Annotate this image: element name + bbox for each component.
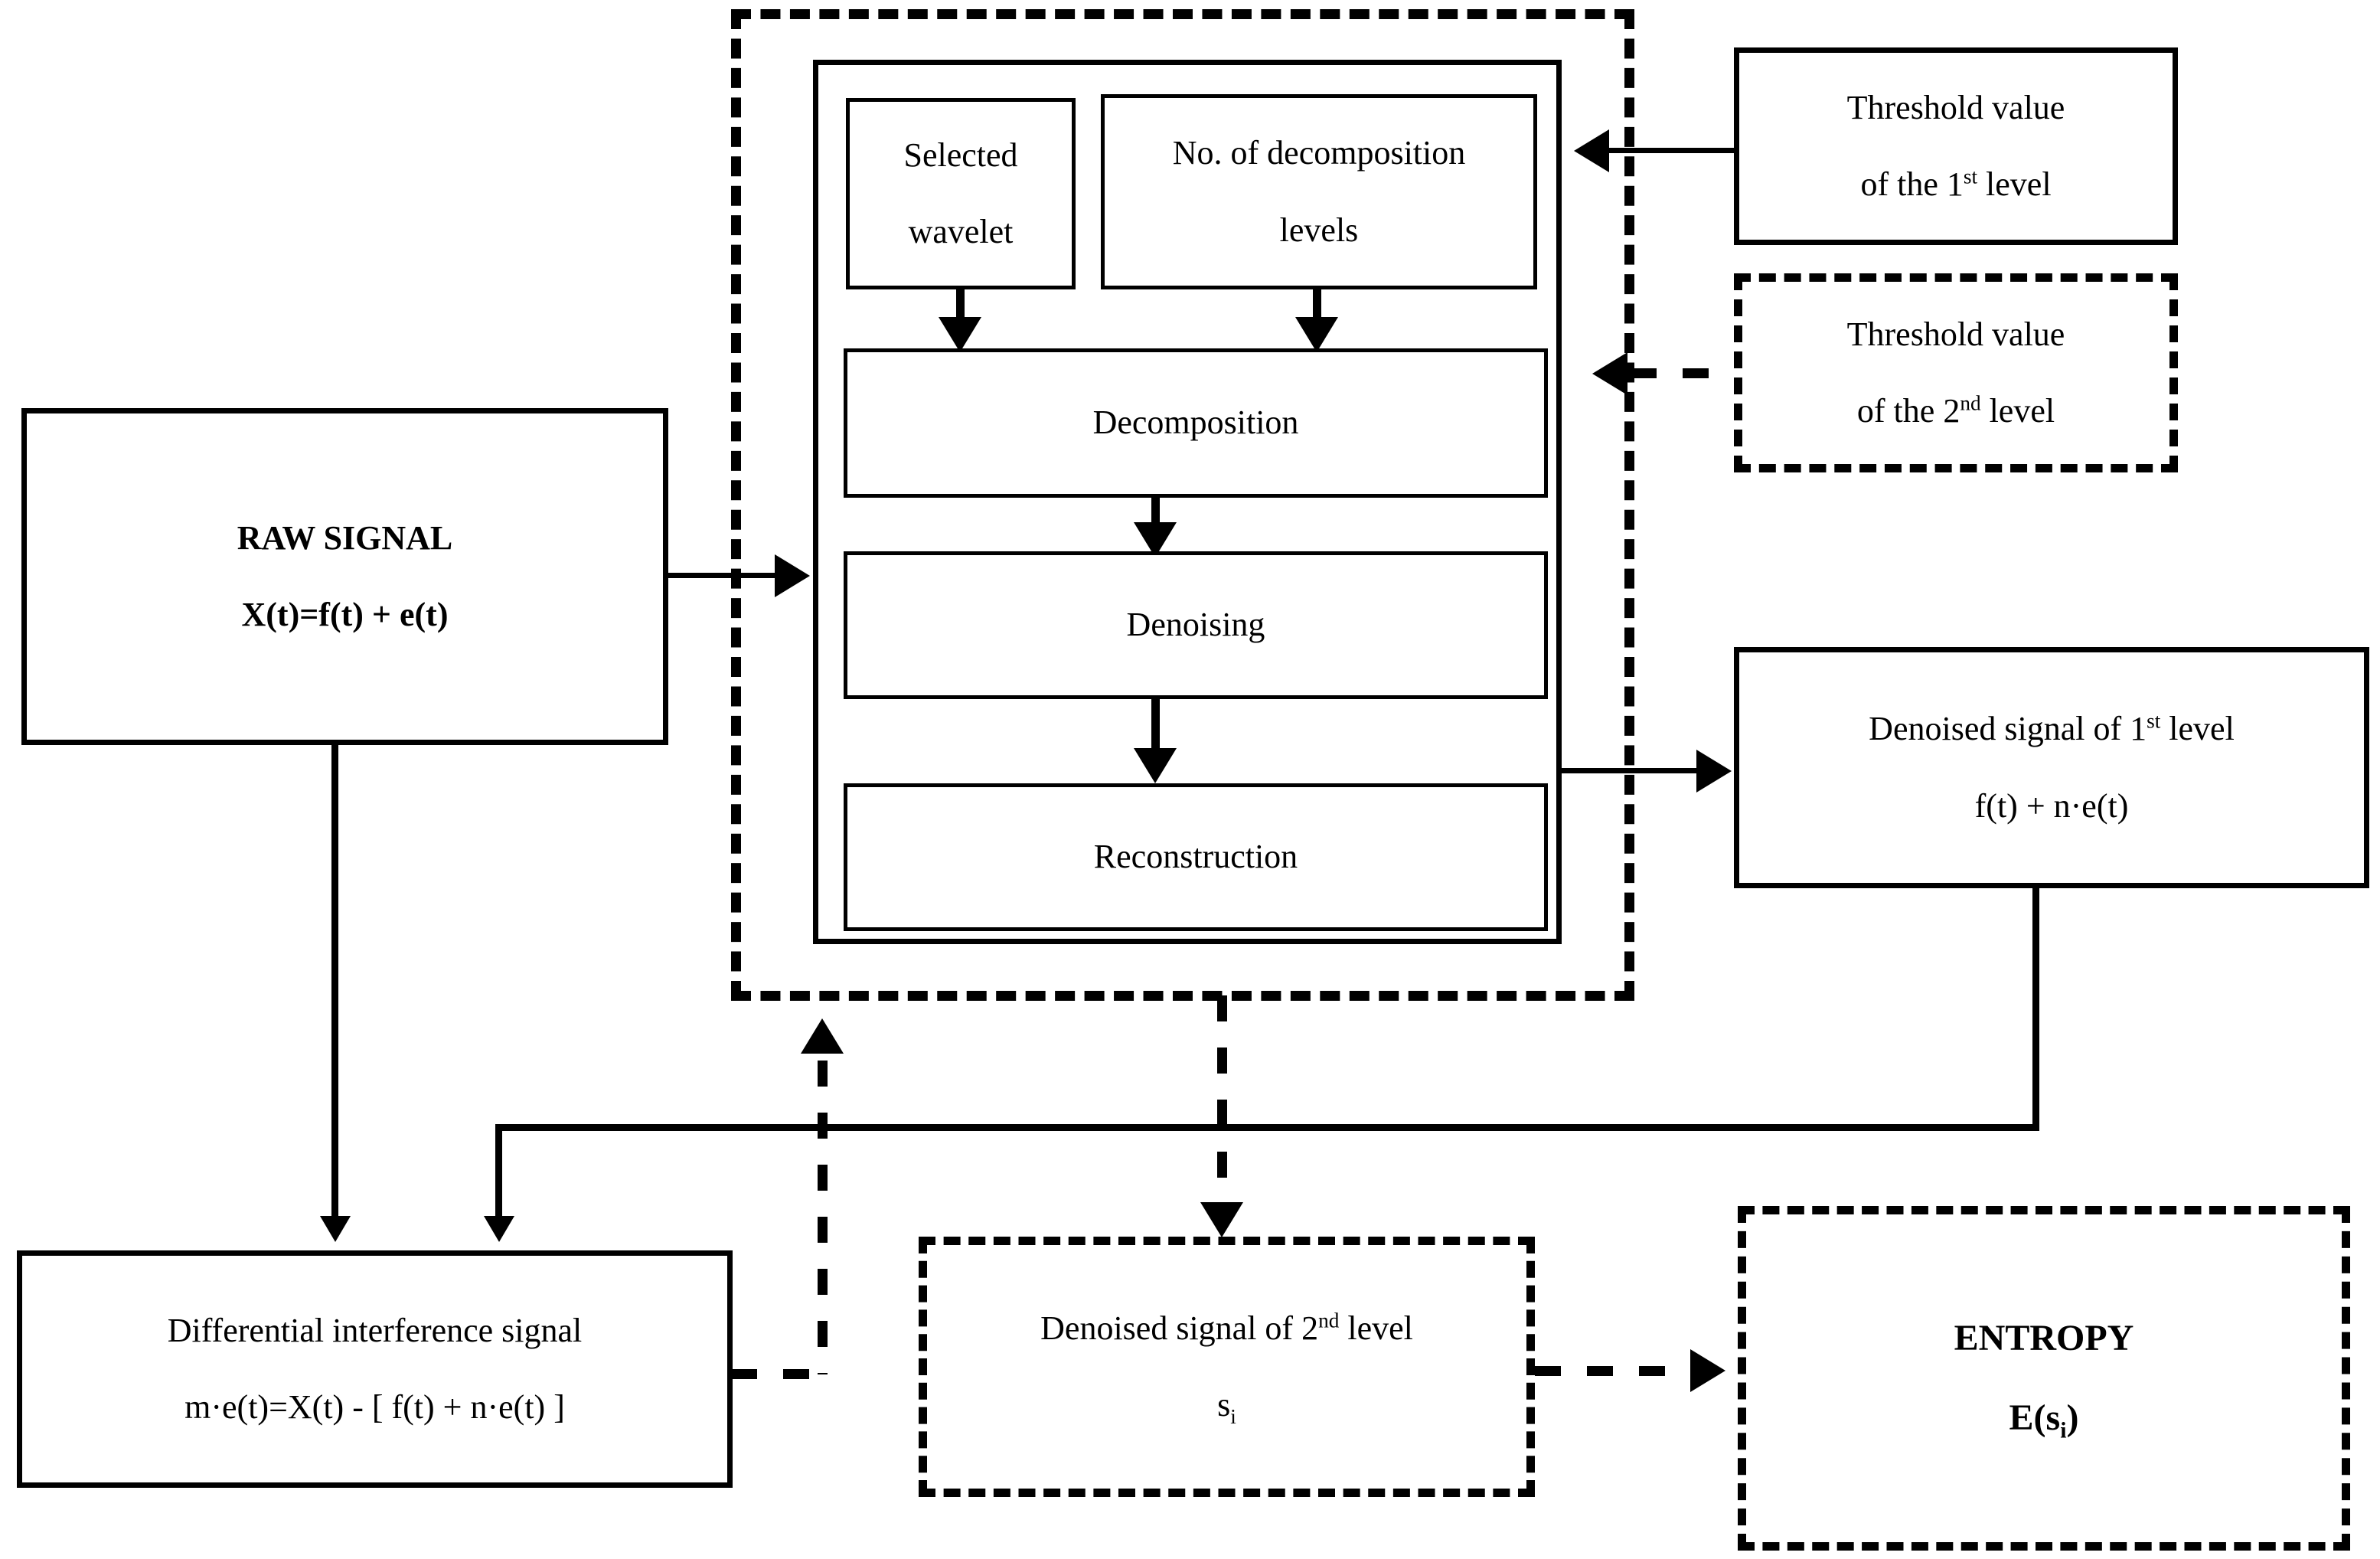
node-decomposition[interactable]: Decomposition [844,348,1548,498]
denoised-level2-ordinal: nd [1318,1309,1340,1332]
threshold-level2-ordinal: nd [1960,391,1981,415]
differential-signal-title: Differential interference signal [167,1311,583,1349]
node-selected-wavelet[interactable]: Selected wavelet [846,98,1076,289]
connector-denoised2-to-entropy-arrowhead [1690,1349,1725,1392]
connector-differential-to-process-arrowhead [801,1018,844,1054]
selected-wavelet-line2: wavelet [908,213,1014,250]
denoised-level1-ordinal: st [2147,709,2161,733]
threshold-level2-line2: of the 2nd level [1856,391,2055,430]
node-decomposition-levels[interactable]: No. of decomposition levels [1101,94,1537,289]
connector-raw-to-differential-line [331,745,338,1220]
node-denoised-level1[interactable]: Denoised signal of 1st level f(t) + n·e(… [1734,647,2369,888]
reconstruction-label: Reconstruction [1093,838,1298,876]
connector-denoising-to-reconstruction-line [1151,699,1160,754]
threshold-level1-ordinal: st [1963,165,1978,188]
connector-denoised1-left-segment [495,1124,2039,1131]
node-denoised-level2[interactable]: Denoised signal of 2nd level si [919,1237,1535,1497]
denoised-level1-equation: f(t) + n·e(t) [1974,786,2129,825]
connector-wavelet-to-decomposition-arrowhead [939,317,981,352]
denoised-level2-line1: Denoised signal of 2nd level [1040,1309,1413,1347]
connector-threshold2-to-process-line [1631,368,1738,378]
decomposition-levels-line1: No. of decomposition [1172,134,1466,172]
threshold-level1-line1: Threshold value [1846,88,2065,126]
differential-signal-equation: m·e(t)=X(t) - [ f(t) + n·e(t) ] [184,1388,565,1426]
selected-wavelet-line1: Selected [903,136,1018,174]
connector-levels-to-decomposition-line [1313,289,1321,325]
connector-levels-to-decomposition-arrowhead [1295,317,1338,352]
connector-threshold2-to-process-arrowhead [1592,352,1627,395]
threshold-level1-line2: of the 1st level [1860,165,2052,203]
threshold-level2-line1: Threshold value [1846,315,2065,353]
denoised-level2-symbol: si [1217,1386,1236,1428]
connector-decomposition-to-denoising-line [1151,498,1160,530]
connector-denoised1-down-segment [2032,888,2039,1129]
raw-signal-equation: X(t)=f(t) + e(t) [241,596,449,633]
entropy-equation: E(si) [2009,1397,2079,1443]
entropy-subscript: i [2060,1417,2067,1443]
connector-raw-to-differential-arrowhead [320,1216,351,1242]
node-reconstruction[interactable]: Reconstruction [844,783,1548,931]
node-entropy[interactable]: ENTROPY E(si) [1738,1206,2350,1551]
connector-differential-right-segment [731,1369,829,1379]
connector-differential-up-segment [818,1061,828,1374]
raw-signal-title: RAW SIGNAL [237,518,453,557]
denoised-level1-line1: Denoised signal of 1st level [1869,709,2235,748]
connector-process-to-denoised2-segment [1217,995,1227,1221]
connector-process-to-denoised1-line [1562,768,1701,773]
connector-raw-to-process-arrowhead [775,554,810,597]
node-denoising[interactable]: Denoising [844,551,1548,699]
connector-denoised1-to-differential-segment [495,1124,502,1220]
decomposition-levels-line2: levels [1279,211,1359,249]
decomposition-label: Decomposition [1092,404,1299,442]
connector-wavelet-to-decomposition-line [956,289,965,325]
connector-raw-to-process-line [668,573,779,578]
connector-denoised2-to-entropy-line [1535,1366,1699,1376]
entropy-title: ENTROPY [1954,1317,2134,1358]
node-threshold-level2[interactable]: Threshold value of the 2nd level [1734,273,2178,472]
node-threshold-level1[interactable]: Threshold value of the 1st level [1734,47,2178,245]
connector-threshold1-to-process-line [1608,148,1738,153]
connector-process-to-denoised2-arrowhead [1200,1202,1243,1237]
node-raw-signal[interactable]: RAW SIGNAL X(t)=f(t) + e(t) [21,408,668,745]
connector-denoising-to-reconstruction-arrowhead [1134,748,1177,783]
connector-threshold1-to-process-arrowhead [1574,129,1609,172]
node-differential-signal[interactable]: Differential interference signal m·e(t)=… [17,1250,733,1488]
connector-process-to-denoised1-arrowhead [1696,750,1732,793]
denoised-level2-subscript: i [1230,1404,1236,1428]
connector-denoised1-to-differential-arrowhead [484,1216,514,1242]
denoising-label: Denoising [1126,606,1265,644]
